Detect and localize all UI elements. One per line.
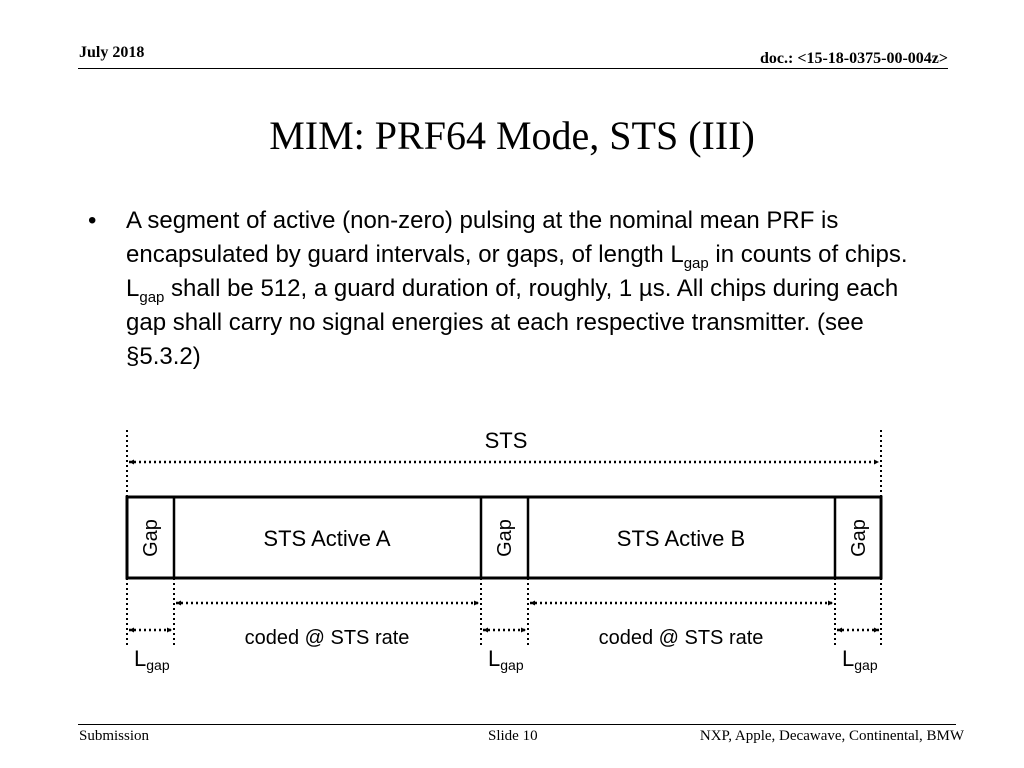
footer-authors: NXP, Apple, Decawave, Continental, BMW — [699, 728, 964, 744]
slide-title: MIM: PRF64 Mode, STS (III) — [269, 113, 755, 158]
sts-frame — [125, 495, 883, 580]
header-date: July 2018 — [79, 44, 145, 61]
bullet-marker: • — [88, 207, 97, 234]
footer-submission: Submission — [79, 728, 150, 744]
lgap-label-2: Lgap — [488, 646, 524, 673]
sts-active-a-label: STS Active A — [263, 526, 390, 551]
coded-label-b: coded @ STS rate — [599, 627, 764, 649]
bullet-subscript-2: gap — [139, 288, 165, 306]
lgap-label-1: Lgap — [134, 646, 170, 673]
footer-divider — [78, 724, 956, 725]
sts-active-b-label: STS Active B — [617, 526, 745, 551]
bullet-subscript-1: gap — [683, 254, 709, 272]
bullet-text: A segment of active (non-zero) pulsing a… — [126, 204, 918, 374]
boundary-lines — [126, 430, 882, 648]
coded-label-a: coded @ STS rate — [245, 627, 410, 649]
bullet-item: • A segment of active (non-zero) pulsing… — [88, 204, 918, 374]
bullet-text-part-1: A segment of active (non-zero) pulsing a… — [126, 207, 839, 268]
header-divider — [78, 68, 948, 69]
footer-slide-number: Slide 10 — [488, 728, 538, 744]
gap-label-2: Gap — [494, 519, 516, 557]
sts-label: STS — [485, 428, 528, 453]
lgap-label-3: Lgap — [842, 646, 878, 673]
gap-label-3: Gap — [848, 519, 870, 557]
gap-label-1: Gap — [140, 519, 162, 557]
bullet-text-part-3: shall be 512, a guard duration of, rough… — [126, 275, 899, 370]
bullet-text-part-2: in counts of chips. L — [126, 241, 908, 302]
header-doc-id: doc.: <15-18-0375-00-004z> — [760, 50, 948, 67]
